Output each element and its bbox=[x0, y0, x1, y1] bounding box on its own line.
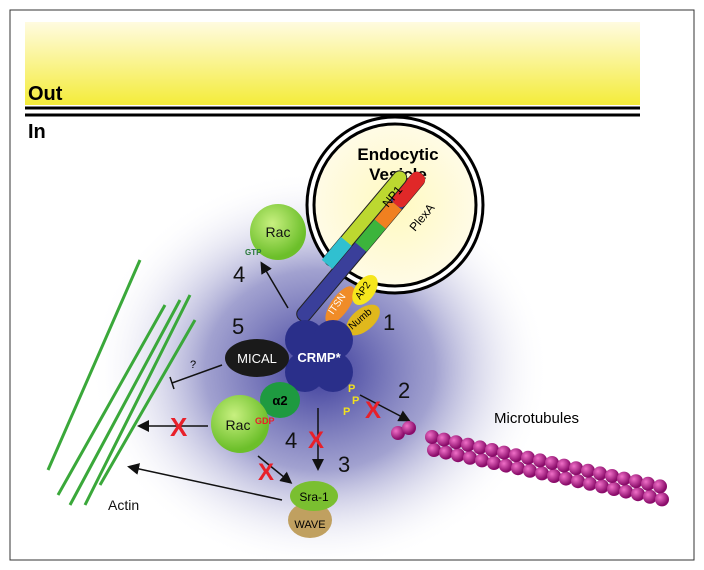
tubulin-subunit bbox=[485, 443, 499, 457]
tubulin-subunit bbox=[581, 463, 595, 478]
arrow-wave-to-actin bbox=[127, 463, 283, 501]
tubulin-subunit bbox=[535, 466, 549, 481]
step-4b: 4 bbox=[285, 428, 297, 453]
tubulin-subunit bbox=[487, 456, 501, 470]
step-2: 2 bbox=[398, 378, 410, 403]
alpha2-chimaerin bbox=[260, 382, 300, 418]
gdp-label: GDP bbox=[255, 416, 275, 426]
tubulin-subunit bbox=[439, 445, 453, 460]
wave bbox=[288, 502, 332, 538]
tubulin-subunit bbox=[449, 435, 463, 450]
tubulin-subunit bbox=[509, 448, 523, 463]
tubulin-subunit bbox=[461, 437, 475, 452]
tubulin-subunit bbox=[511, 461, 525, 476]
tubulin-subunit bbox=[463, 450, 477, 465]
inhibit-x-icon: X bbox=[170, 412, 188, 442]
tubulin-subunit bbox=[437, 432, 451, 447]
tubulin-subunit bbox=[523, 463, 537, 478]
tubulin-subunit bbox=[451, 448, 465, 463]
wave-label: WAVE bbox=[294, 519, 325, 531]
rac-top-label: Rac bbox=[266, 224, 291, 240]
in-label: In bbox=[28, 121, 46, 143]
out-label: Out bbox=[28, 83, 63, 105]
tubulin-subunit bbox=[475, 453, 489, 468]
tubulin-subunit bbox=[631, 487, 645, 502]
microtubules-label: Microtubules bbox=[494, 410, 579, 427]
inhibit-x-icon: X bbox=[308, 427, 324, 454]
arrow-to-rac-gtp bbox=[260, 261, 289, 309]
tubulin-subunit bbox=[619, 484, 633, 499]
tubulin-subunit bbox=[595, 479, 609, 494]
step-3: 3 bbox=[338, 452, 350, 477]
inhibit-x-icon: X bbox=[258, 459, 274, 486]
tubulin-subunit bbox=[559, 471, 573, 486]
ap2 bbox=[352, 274, 378, 306]
mical-inhibit-line bbox=[171, 364, 223, 384]
rac-bottom-label: Rac bbox=[226, 417, 251, 433]
tubulin-subunit bbox=[655, 492, 669, 507]
tubulin-dimer bbox=[402, 421, 416, 435]
tubulin-subunit bbox=[583, 476, 597, 491]
tubulin-subunit bbox=[533, 453, 547, 468]
crmp-label: CRMP* bbox=[297, 350, 341, 365]
mical bbox=[225, 339, 289, 377]
tubulin-subunit bbox=[497, 445, 511, 460]
tubulin-subunit bbox=[643, 489, 657, 504]
tubulin-subunit bbox=[641, 476, 655, 491]
tubulin-subunit bbox=[607, 482, 621, 496]
gtp-label: GTP bbox=[245, 248, 262, 257]
phospho-3: P bbox=[343, 406, 350, 418]
tubulin-subunit bbox=[653, 479, 667, 494]
phospho-2: P bbox=[352, 395, 359, 407]
step-5: 5 bbox=[232, 314, 244, 339]
vesicle-label-1: Endocytic bbox=[357, 145, 438, 164]
phospho-1: P bbox=[348, 383, 355, 395]
tubulin-dimer bbox=[391, 426, 405, 440]
inhibit-x-icon: X bbox=[365, 397, 381, 424]
rac-gdp bbox=[211, 395, 269, 453]
mical-label: MICAL bbox=[237, 351, 277, 366]
actin-filaments bbox=[46, 259, 197, 506]
tubulin-subunit bbox=[473, 440, 487, 455]
tubulin-subunit bbox=[617, 471, 631, 486]
step-1: 1 bbox=[383, 310, 395, 335]
rac-gtp bbox=[250, 204, 306, 260]
tubulin-subunit bbox=[499, 458, 513, 473]
arrow-rac-to-sra1 bbox=[257, 455, 293, 484]
step-4a: 4 bbox=[233, 262, 245, 287]
actin-label: Actin bbox=[108, 497, 139, 513]
tubulin-subunit bbox=[425, 430, 439, 444]
tubulin-subunit bbox=[557, 458, 571, 473]
tubulin-subunit bbox=[569, 461, 583, 476]
crmp-complex bbox=[285, 320, 353, 392]
microtubules bbox=[425, 430, 669, 507]
alpha2-label: α2 bbox=[272, 393, 287, 408]
question-mark: ? bbox=[190, 359, 196, 371]
numb bbox=[346, 304, 380, 336]
tubulin-subunit bbox=[545, 456, 559, 470]
tubulin-subunit bbox=[571, 474, 585, 489]
tubulin-subunit bbox=[593, 466, 607, 481]
tubulin-subunit bbox=[427, 443, 441, 457]
tubulin-subunit bbox=[521, 450, 535, 465]
tubulin-subunit bbox=[547, 469, 561, 483]
extracellular-space bbox=[25, 22, 640, 105]
tubulin-subunit bbox=[605, 469, 619, 483]
itsn bbox=[325, 286, 355, 324]
inhibit-bar bbox=[169, 376, 175, 390]
sra1-label: Sra-1 bbox=[299, 490, 329, 504]
sra1 bbox=[290, 481, 338, 511]
arrow-crmp-to-microtubules bbox=[359, 394, 411, 422]
tubulin-subunit bbox=[629, 474, 643, 489]
